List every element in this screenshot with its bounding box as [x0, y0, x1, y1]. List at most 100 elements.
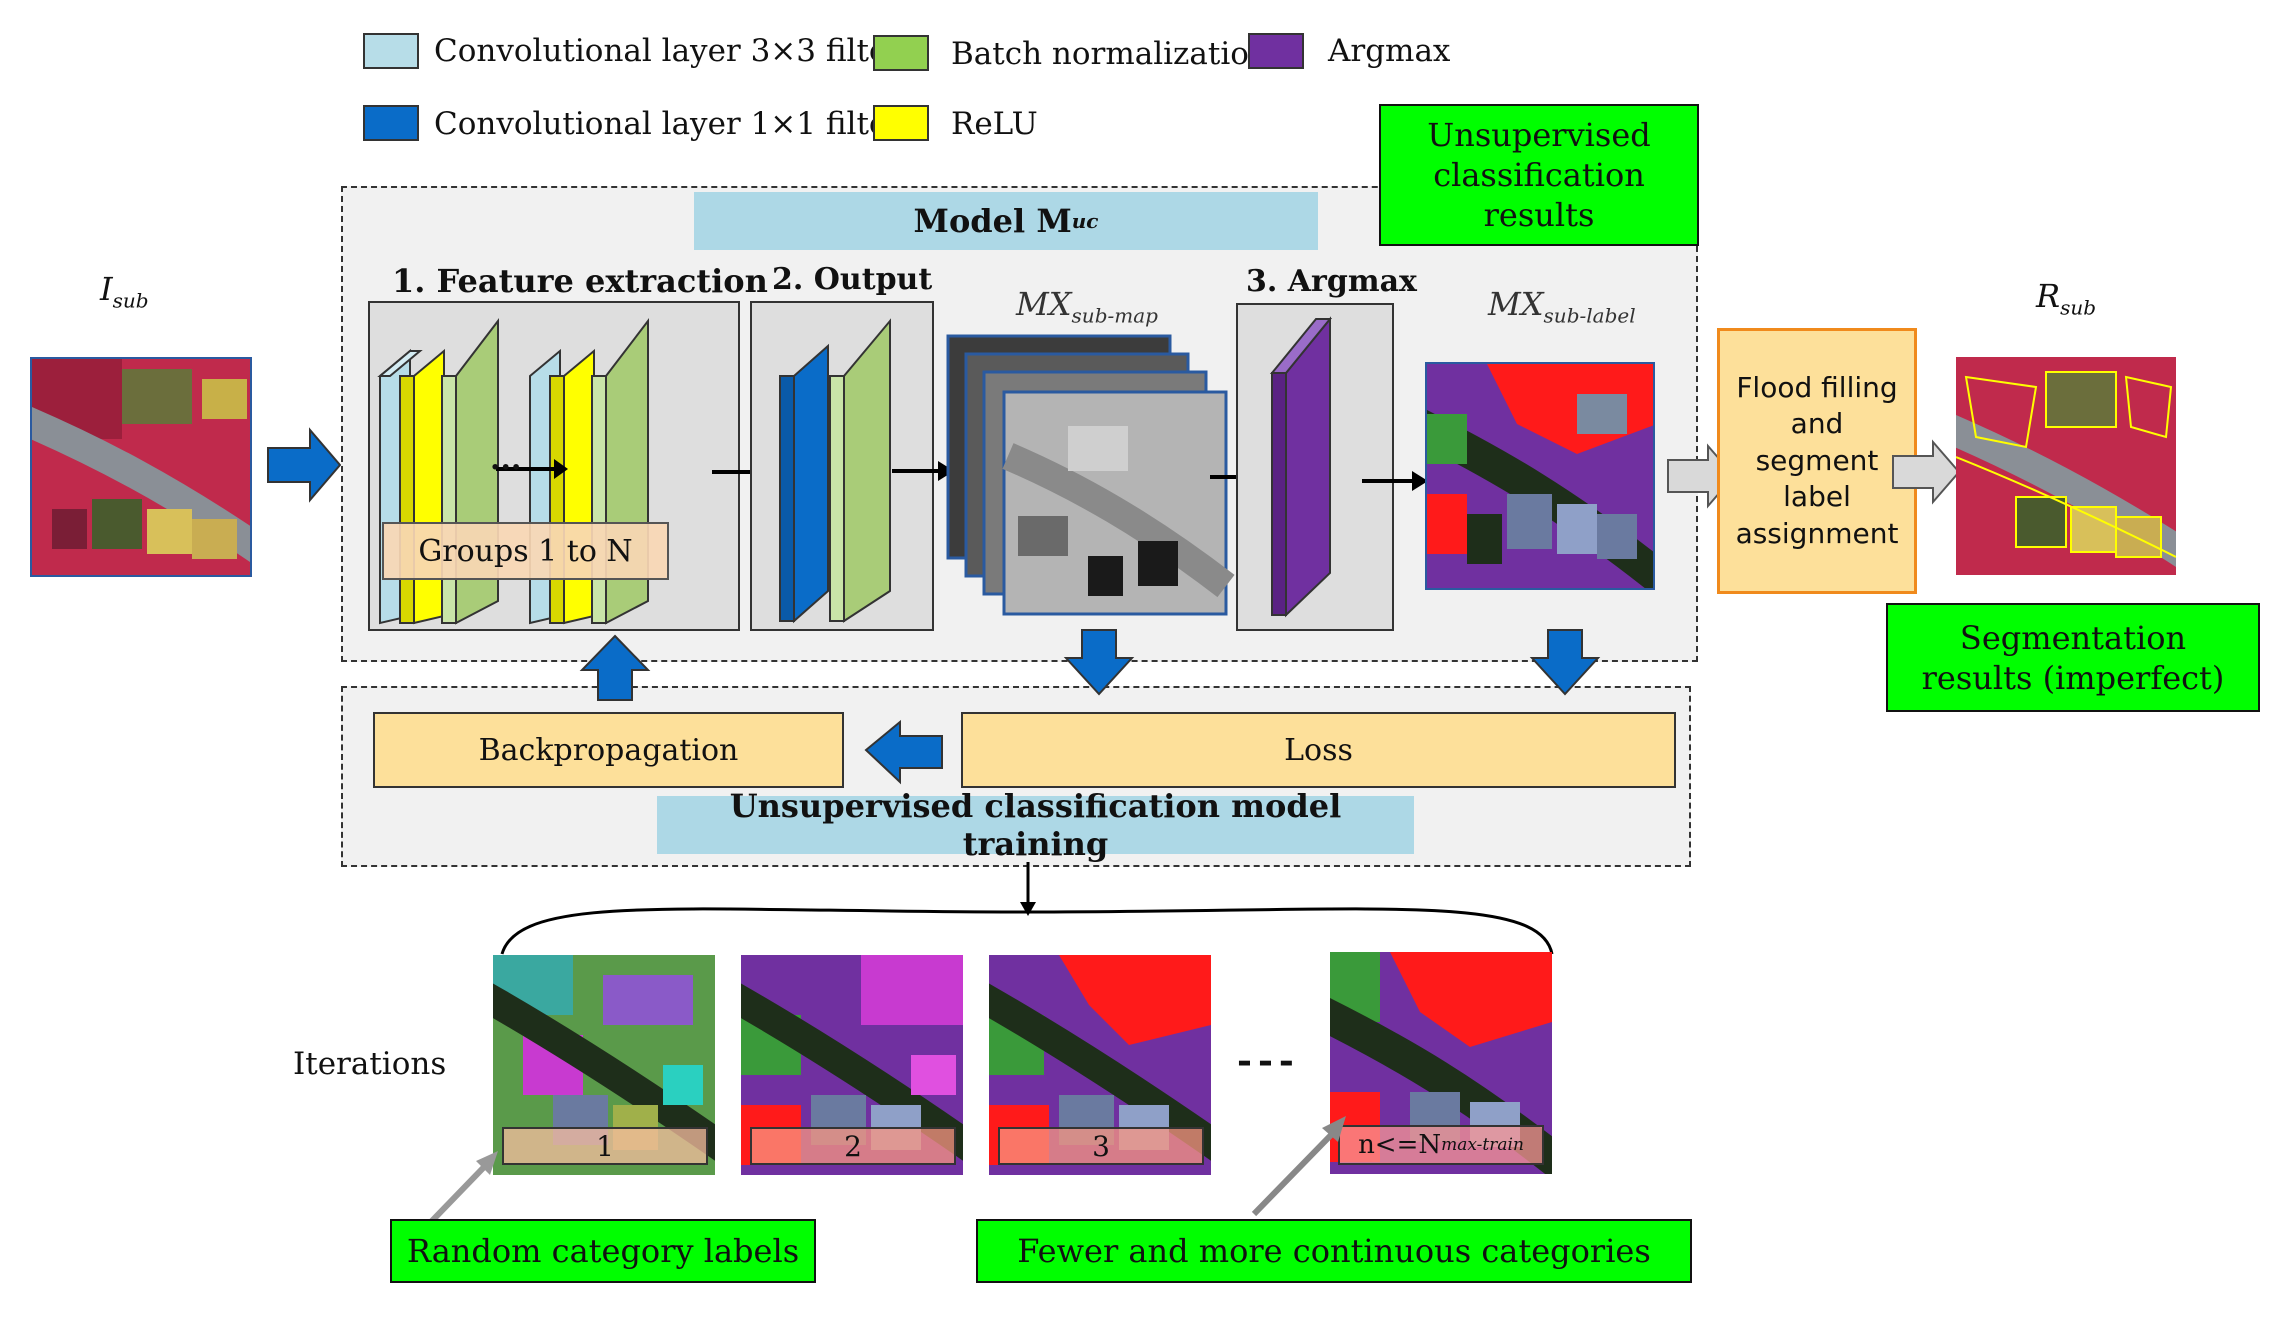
result-image-art: [1956, 357, 2176, 575]
arrow-input-to-model-shape: [267, 427, 342, 503]
label-art-dark: [1467, 514, 1502, 564]
label-art-roof-1: [1507, 494, 1552, 549]
output-bn: [843, 318, 891, 623]
label-map-label-main: MX: [1488, 285, 1544, 323]
result-image: [1956, 357, 2176, 575]
fe-inner-arrow-head: [554, 459, 568, 479]
input-art-roof-6: [52, 509, 87, 549]
label-map-art: [1427, 364, 1653, 588]
input-image: [30, 357, 252, 577]
input-art-roof-5: [192, 519, 237, 559]
arrow-backprop-to-model: [579, 634, 651, 701]
legend-swatch-batchnorm: [873, 35, 929, 71]
arrow-label-to-loss-shape: [1529, 629, 1601, 696]
map-label-sub: sub-map: [1071, 303, 1158, 328]
fe-a-relu: [413, 348, 445, 625]
fe-b-bn-side: [591, 375, 607, 624]
iterations-label: Iterations: [293, 1046, 447, 1082]
legend-label-relu: ReLU: [951, 106, 1038, 142]
loss-box: Loss: [961, 712, 1676, 788]
result-label-main: R: [2036, 277, 2061, 315]
legend-swatch-conv1: [363, 105, 419, 141]
fewer-categories-box: Fewer and more continuous categories: [976, 1219, 1692, 1283]
label-art-green: [1427, 414, 1467, 464]
flood-box: Flood filling and segment label assignme…: [1717, 328, 1917, 594]
it2-patch-f: [911, 1055, 956, 1095]
loss-label: Loss: [1284, 732, 1353, 768]
iteration-badge-last-sub: max-train: [1441, 1135, 1524, 1155]
legend-swatch-relu: [873, 105, 929, 141]
it1-patch-b: [603, 975, 693, 1025]
iteration-badge-2: 2: [750, 1127, 956, 1165]
iteration-badge-last-main: n<=N: [1358, 1130, 1442, 1160]
model-title-sub: uc: [1071, 209, 1099, 233]
it1-patch-f: [663, 1065, 703, 1105]
arrow-map-to-loss: [1063, 629, 1135, 696]
fewer-categories-label: Fewer and more continuous categories: [1017, 1232, 1651, 1270]
feature-map-shadow-2: [1138, 541, 1178, 586]
arrow-input-to-model: [267, 427, 342, 503]
legend-label-batchnorm: Batch normalization: [951, 36, 1269, 72]
backprop-label: Backpropagation: [478, 732, 739, 768]
pointer-random: [425, 1151, 498, 1228]
input-image-art: [32, 359, 250, 575]
input-art-roof-2: [202, 379, 247, 419]
input-label-sub: sub: [112, 288, 149, 313]
legend-label-argmax: Argmax: [1328, 33, 1451, 69]
pointer-fewer: [1251, 1116, 1346, 1217]
result-art-outline-7: [2124, 375, 2173, 439]
argmax-layer: [1269, 316, 1333, 618]
iterations-connector-head: [1020, 902, 1036, 916]
feature-map-patch: [1018, 516, 1068, 556]
feature-map-roof-1: [1068, 426, 1128, 471]
unsup-results-box: Unsupervised classification results: [1379, 104, 1699, 246]
unsup-results-label: Unsupervised classification results: [1427, 116, 1651, 234]
label-map-label: MXsub-label: [1488, 285, 1636, 327]
result-art-outline-2: [2045, 371, 2117, 428]
argmax-layer-top: [1269, 318, 1333, 374]
segmentation-results-label: Segmentation results (imperfect): [1921, 618, 2225, 697]
map-label: MXsub-map: [1016, 285, 1158, 327]
training-title: Unsupervised classification model traini…: [657, 787, 1414, 863]
iteration-badge-1: 1: [502, 1127, 708, 1165]
label-art-grey: [1577, 394, 1627, 434]
label-art-roof-2: [1557, 504, 1597, 554]
result-art-roof-4: [2116, 517, 2161, 557]
fe-a-conv3-face: [377, 350, 423, 377]
it3-red: [1059, 955, 1211, 1045]
legend-label-conv3: Convolutional layer 3×3 filter: [434, 33, 903, 69]
segmentation-results-box: Segmentation results (imperfect): [1886, 603, 2260, 712]
pointer-fewer-head: [1322, 1116, 1346, 1142]
feature-map-stack: [946, 334, 1235, 616]
output-inner-arrow-head: [938, 461, 954, 481]
feature-extraction-layers: [377, 318, 649, 625]
iteration-badge-3: 3: [998, 1127, 1204, 1165]
label-map-label-sub: sub-label: [1543, 303, 1636, 328]
label-art-roof-3: [1597, 514, 1637, 559]
result-label-sub: sub: [2060, 295, 2097, 320]
iteration-badge-3-label: 3: [1092, 1129, 1110, 1163]
result-art-roof-1: [2046, 372, 2116, 427]
argmax-layer-side: [1271, 372, 1287, 616]
random-labels-label: Random category labels: [406, 1232, 800, 1270]
argmax-title: 3. Argmax: [1246, 264, 1417, 299]
model-title-main: Model M: [913, 202, 1072, 240]
arrow-loss-to-backprop: [864, 719, 943, 785]
feature-map-road: [1002, 443, 1235, 598]
result-art-roof-2: [2016, 497, 2066, 547]
legend-label-conv1: Convolutional layer 1×1 filter: [434, 106, 903, 142]
legend-swatch-conv3: [363, 33, 419, 69]
groups-label: Groups 1 to N: [418, 533, 633, 569]
arrow-argmax-to-label: [1362, 471, 1428, 491]
feature-extraction-title: 1. Feature extraction: [392, 262, 768, 300]
input-art-roof-4: [147, 509, 192, 554]
pointer-random-head: [476, 1151, 498, 1175]
fe-b-relu: [563, 348, 595, 625]
pointer-fewer-line: [1251, 1131, 1335, 1217]
arrow-argmax-to-label-head: [1412, 471, 1428, 491]
feature-map-shadow-1: [1088, 556, 1123, 596]
groups-label-box: Groups 1 to N: [382, 522, 669, 580]
label-art-red-patch: [1427, 494, 1467, 554]
